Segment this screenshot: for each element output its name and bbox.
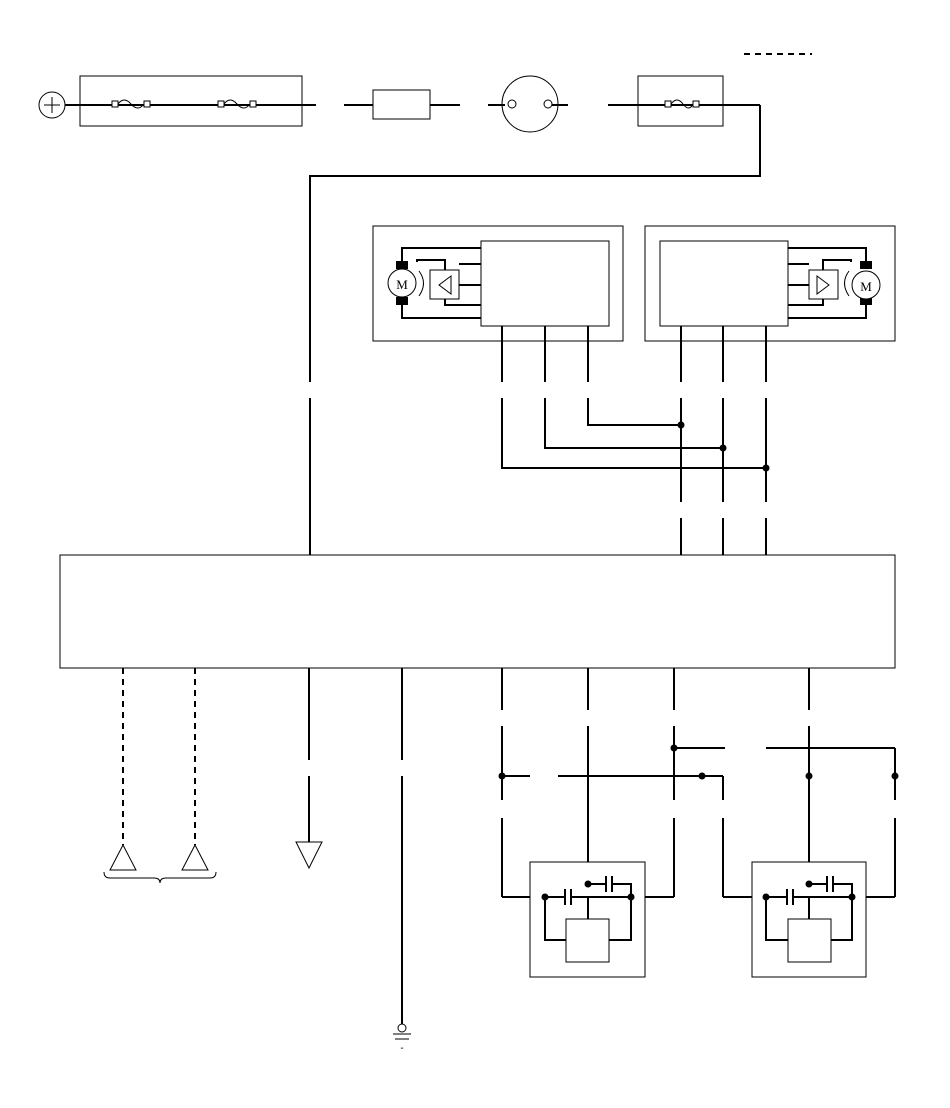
fuse-box-secondary: [608, 75, 760, 127]
motor-label: M: [396, 277, 408, 292]
motor-label: M: [860, 279, 872, 294]
right-mirror-motor-assembly: M: [644, 225, 896, 342]
right-switch-module: [751, 861, 867, 978]
ignition-switch-icon: [488, 75, 568, 133]
fuse-box-main: [65, 75, 316, 127]
connector-output: [295, 668, 323, 870]
inline-relay-block: [344, 89, 460, 120]
left-switch-module: [529, 861, 646, 978]
ground-wire: -: [393, 668, 411, 1054]
battery-positive-icon: [38, 91, 66, 119]
terminal-triangle-icon: [109, 843, 137, 871]
mirror-signal-wires: [501, 326, 770, 555]
fuse-icon: [217, 99, 257, 109]
bracket-icon: [103, 871, 217, 884]
control-module: [59, 554, 896, 669]
ground-mark: -: [400, 1043, 403, 1054]
power-feed-wire: [309, 105, 761, 555]
ground-icon: -: [393, 1023, 411, 1054]
optional-outputs: [103, 668, 217, 884]
connector-down-triangle-icon: [295, 841, 323, 870]
fuse-icon: [664, 99, 700, 109]
left-mirror-motor-assembly: M: [372, 225, 624, 342]
fuse-icon: [111, 99, 151, 109]
terminal-triangle-icon: [181, 843, 209, 871]
